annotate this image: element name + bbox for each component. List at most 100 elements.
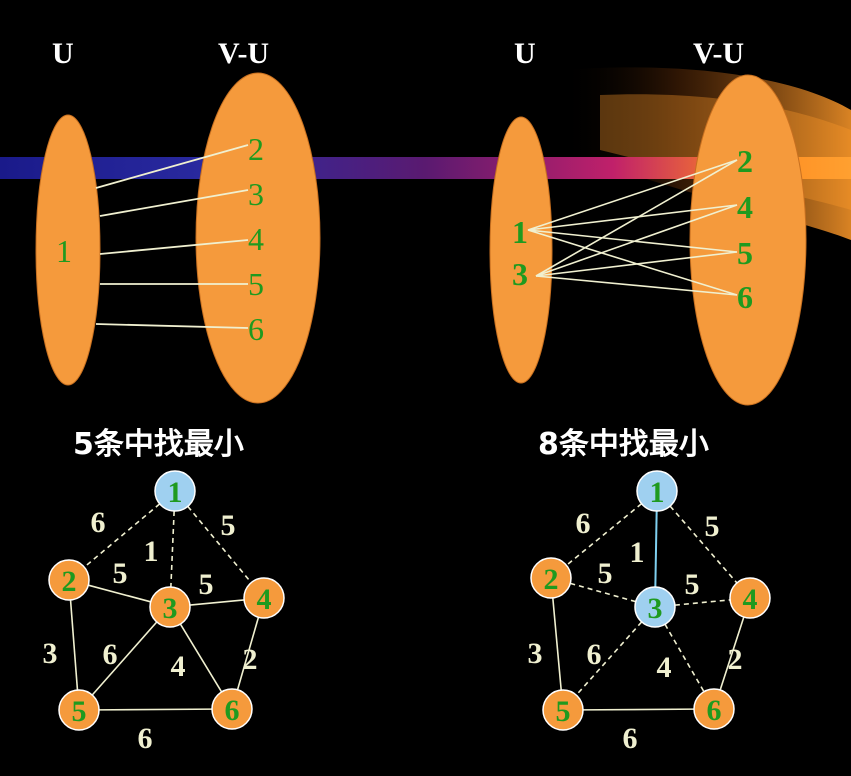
edges-right (552, 503, 745, 711)
edge-weight-3-5: 6 (103, 638, 118, 671)
set-diagram-right: U V-U 1 3 2 4 5 6 (489, 37, 807, 406)
set-u-left (35, 114, 101, 386)
edge-2-5 (552, 597, 562, 691)
edge-weight-3-6: 4 (657, 651, 672, 684)
cross-edges-right (527, 159, 738, 296)
edge-3-4 (189, 599, 245, 606)
edge-1-2 (83, 503, 161, 568)
node-6 (693, 688, 735, 730)
vertex-u-3-right: 3 (512, 256, 528, 292)
edge-weight-1-2: 6 (576, 507, 591, 540)
label-u-left: U (52, 37, 74, 70)
node-4 (243, 577, 285, 619)
node-6 (211, 688, 253, 730)
node-5 (542, 689, 584, 731)
node-3 (634, 586, 676, 628)
edge-4-6 (236, 616, 260, 691)
edge-1-3 (170, 510, 175, 588)
node-label-6: 6 (225, 694, 240, 727)
node-3 (149, 586, 191, 628)
vertex-u-1-right: 1 (512, 214, 528, 250)
edge-weight-4-6: 2 (243, 643, 258, 676)
vertex-vu-4-left: 4 (248, 221, 264, 257)
label-vu-left: V-U (218, 37, 269, 70)
vertex-vu-6-right: 6 (737, 279, 753, 315)
edge-weight-2-3: 5 (113, 557, 128, 590)
set-diagram-left: U V-U 1 2 3 4 5 6 (35, 37, 321, 404)
edge-3-6 (664, 623, 705, 693)
node-label-4: 4 (257, 583, 272, 616)
edge-1-4 (187, 505, 252, 584)
vertex-u-1-left: 1 (56, 233, 72, 269)
vertex-vu-6-left: 6 (248, 311, 264, 347)
edges-left (69, 503, 260, 711)
vertex-vu-2-left: 2 (248, 131, 264, 167)
edge-weight-3-6: 4 (171, 650, 186, 683)
edge-1-4 (669, 505, 738, 584)
edge-weight-3-4: 5 (685, 568, 700, 601)
edge-weight-2-5: 3 (528, 637, 543, 670)
edge-weight-2-3: 5 (598, 557, 613, 590)
node-5 (58, 689, 100, 731)
edge-2-5 (69, 599, 79, 691)
edge-weight-5-6: 6 (623, 722, 638, 755)
edge-2-3 (570, 582, 636, 603)
vertex-vu-5-left: 5 (248, 266, 264, 302)
cross-edges-left (95, 144, 249, 329)
node-4 (729, 577, 771, 619)
node-label-5: 5 (72, 695, 87, 728)
label-vu-right: V-U (693, 37, 744, 70)
edge-1-3 (654, 510, 658, 588)
node-2 (530, 557, 572, 599)
set-u-right (489, 116, 553, 384)
edge-4-6 (719, 616, 745, 691)
node-label-3: 3 (648, 592, 663, 625)
edge-weight-3-5: 6 (587, 638, 602, 671)
edge-2-3 (88, 584, 151, 603)
edge-5-6 (582, 708, 695, 711)
node-2 (48, 559, 90, 601)
node-label-1: 1 (168, 476, 183, 509)
edge-3-6 (179, 623, 223, 693)
edge-3-5 (91, 621, 158, 696)
edge-weight-2-5: 3 (43, 637, 58, 670)
edge-5-6 (98, 708, 213, 711)
node-label-4: 4 (743, 583, 758, 616)
edge-weight-1-4: 5 (705, 510, 720, 543)
vertex-vu-3-left: 3 (248, 176, 264, 212)
edge-weight-1-3: 1 (630, 536, 645, 569)
edge-3-5 (575, 621, 643, 696)
edge-weight-1-2: 6 (91, 506, 106, 539)
edge-weight-5-6: 6 (138, 722, 153, 755)
node-label-2: 2 (62, 565, 77, 598)
node-label-3: 3 (163, 592, 178, 625)
node-1 (154, 470, 196, 512)
caption-left: 5条中找最小 (73, 427, 244, 462)
vertex-vu-4-right: 4 (737, 189, 753, 225)
caption-right: 8条中找最小 (538, 427, 709, 462)
vertex-vu-2-right: 2 (737, 143, 753, 179)
edge-1-2 (565, 503, 643, 566)
edge-weight-1-3: 1 (144, 535, 159, 568)
set-vu-left (195, 72, 321, 404)
set-vu-right (689, 74, 807, 406)
edge-weight-4-6: 2 (728, 643, 743, 676)
node-1 (636, 470, 678, 512)
edge-weight-1-4: 5 (221, 509, 236, 542)
edge-3-4 (674, 599, 731, 606)
label-u-right: U (514, 37, 536, 70)
node-label-6: 6 (707, 694, 722, 727)
edge-weight-3-4: 5 (199, 568, 214, 601)
node-label-5: 5 (556, 695, 571, 728)
node-label-2: 2 (544, 563, 559, 596)
vertex-vu-5-right: 5 (737, 235, 753, 271)
node-label-1: 1 (650, 476, 665, 509)
